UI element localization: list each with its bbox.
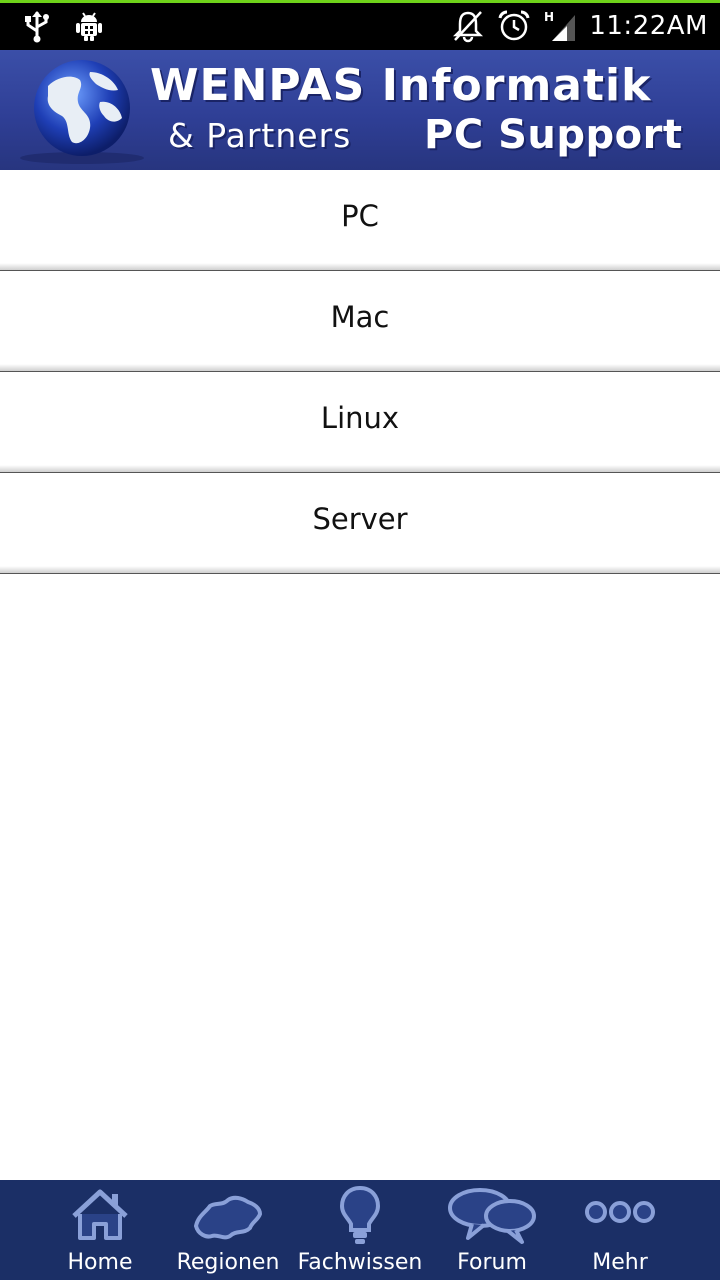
speech-bubbles-icon — [448, 1188, 536, 1244]
tab-regionen[interactable]: Regionen — [168, 1180, 288, 1280]
tab-fachwissen[interactable]: Fachwissen — [290, 1180, 430, 1280]
menu-item-server[interactable]: Server — [0, 473, 720, 574]
menu-item-pc[interactable]: PC — [0, 170, 720, 271]
menu-item-linux[interactable]: Linux — [0, 372, 720, 473]
alarm-clock-icon — [498, 10, 530, 41]
menu-item-label: Server — [312, 502, 408, 536]
brand-partners: & Partners — [168, 116, 352, 155]
tab-label-regionen: Regionen — [176, 1250, 280, 1275]
tab-forum[interactable]: Forum — [432, 1180, 552, 1280]
menu-item-label: Mac — [330, 300, 390, 334]
status-bar: H 11:22AM — [0, 0, 720, 50]
more-dots-icon — [585, 1201, 655, 1223]
switzerland-map-icon — [194, 1195, 262, 1240]
globe-logo-icon — [20, 60, 144, 164]
tab-mehr[interactable]: Mehr — [560, 1180, 680, 1280]
tab-home-item[interactable]: Home — [40, 1180, 160, 1280]
menu-item-mac[interactable]: Mac — [0, 271, 720, 372]
brand-tagline: PC Support — [424, 112, 683, 158]
tab-bar-items: Home Regionen Fachwissen Forum — [0, 1180, 720, 1280]
usb-icon — [25, 11, 49, 43]
menu-item-label: Linux — [320, 401, 400, 435]
tab-label-mehr: Mehr — [592, 1250, 648, 1275]
header-banner: WENPAS Informatik & Partners PC Support — [0, 50, 720, 170]
menu-item-label: PC — [341, 199, 379, 233]
bell-muted-icon — [453, 11, 484, 43]
clock-time: 11:22AM — [589, 11, 708, 41]
svg-text:H: H — [544, 10, 554, 24]
android-debug-icon — [76, 12, 102, 41]
category-menu: PC Mac Linux Server — [0, 170, 720, 574]
tab-label-home: Home — [67, 1250, 133, 1275]
tab-label-forum: Forum — [457, 1250, 527, 1275]
lightbulb-icon — [339, 1185, 381, 1244]
brand-title: WENPAS Informatik — [150, 60, 652, 111]
signal-h-icon: H — [544, 10, 576, 41]
home-icon — [72, 1189, 128, 1240]
tab-label-fachwissen: Fachwissen — [297, 1250, 423, 1275]
